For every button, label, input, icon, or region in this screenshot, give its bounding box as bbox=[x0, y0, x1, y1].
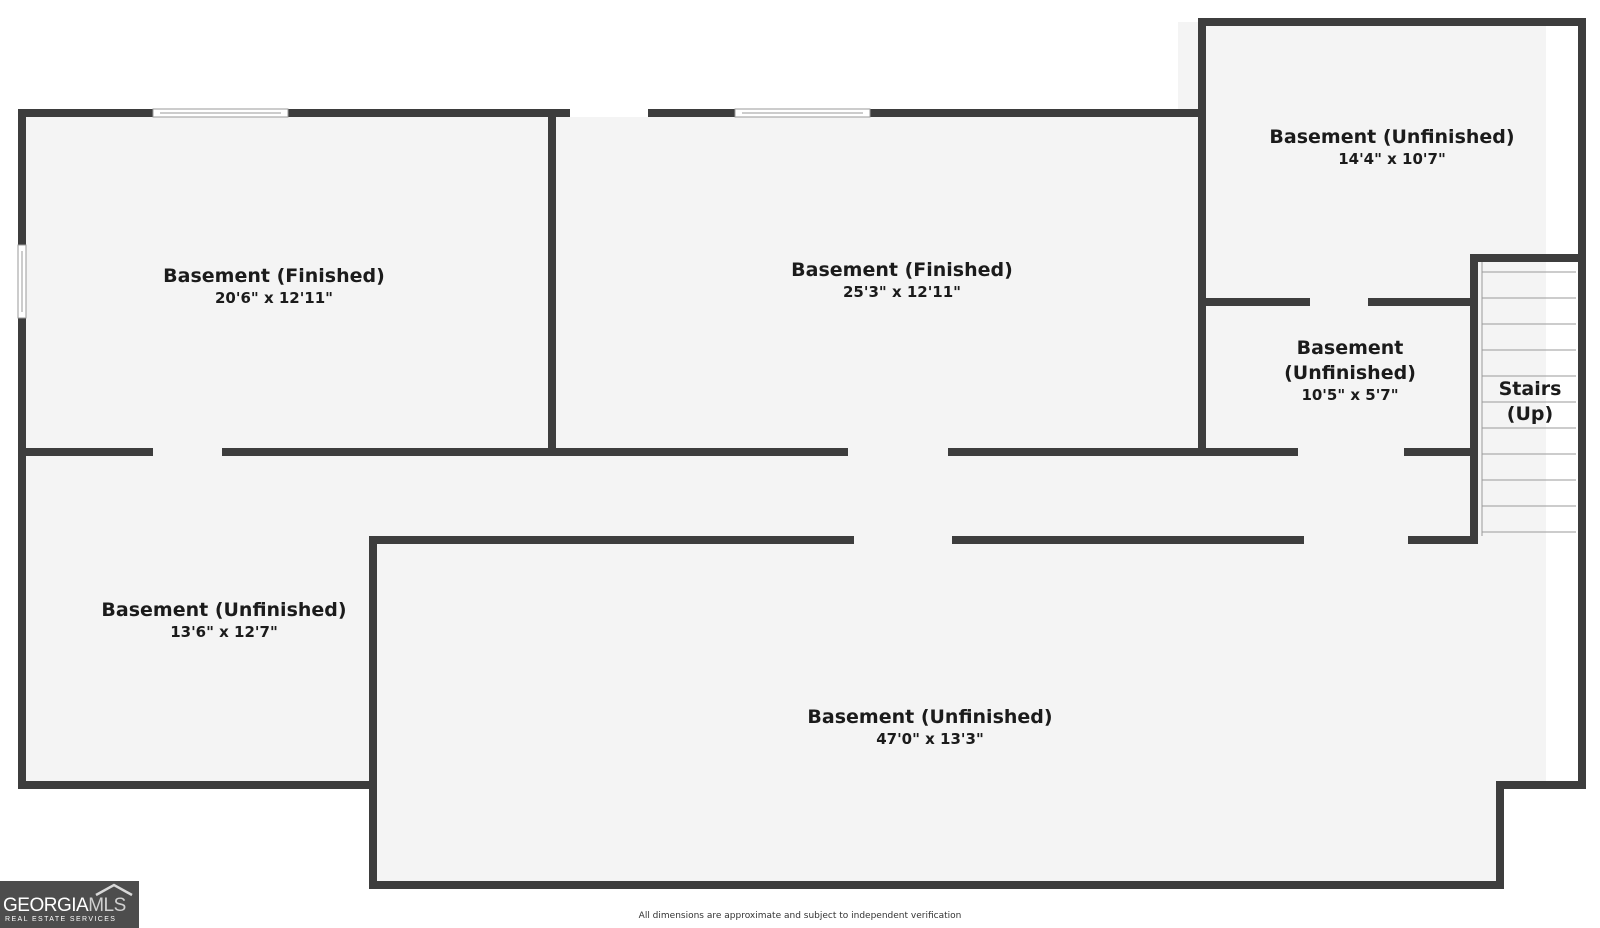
disclaimer-text: All dimensions are approximate and subje… bbox=[638, 911, 962, 921]
stair-treads bbox=[1481, 262, 1576, 536]
room-name-4-line-2: (Unfinished) bbox=[1284, 362, 1416, 384]
window-top-mid bbox=[570, 109, 648, 117]
room-name-3-line-1: Basement (Unfinished) bbox=[1269, 126, 1514, 148]
room-dimensions-2: 25'3" x 12'11" bbox=[843, 283, 961, 301]
logo-wordmark: GEORGIAMLS bbox=[3, 895, 126, 917]
windows bbox=[17, 108, 871, 319]
logo-text-bold: GEORGIA bbox=[3, 895, 89, 916]
room-name-5-line-2: (Up) bbox=[1507, 403, 1553, 425]
room-name-4-line-1: Basement bbox=[1297, 337, 1404, 359]
room-dimensions-4: 10'5" x 5'7" bbox=[1301, 386, 1398, 404]
room-dimensions-1: 20'6" x 12'11" bbox=[215, 289, 333, 307]
room-dimensions-3: 14'4" x 10'7" bbox=[1338, 150, 1446, 168]
room-dimensions-6: 13'6" x 12'7" bbox=[170, 623, 278, 641]
walls bbox=[18, 18, 1586, 889]
room-labels: Basement (Finished) 20'6" x 12'11" Basemen… bbox=[101, 126, 1561, 748]
house-roof-icon bbox=[95, 883, 133, 897]
room-dimensions-7: 47'0" x 13'3" bbox=[876, 730, 984, 748]
room-name-7-line-1: Basement (Unfinished) bbox=[807, 706, 1052, 728]
logo-subtitle: REAL ESTATE SERVICES bbox=[5, 916, 117, 923]
room-name-2-line-1: Basement (Finished) bbox=[791, 259, 1013, 281]
room-name-5-line-1: Stairs bbox=[1499, 378, 1562, 400]
logo-text-light: MLS bbox=[88, 895, 126, 916]
room-name-1-line-1: Basement (Finished) bbox=[163, 265, 385, 287]
georgia-mls-logo: GEORGIAMLS REAL ESTATE SERVICES bbox=[0, 881, 139, 928]
room-name-6-line-1: Basement (Unfinished) bbox=[101, 599, 346, 621]
